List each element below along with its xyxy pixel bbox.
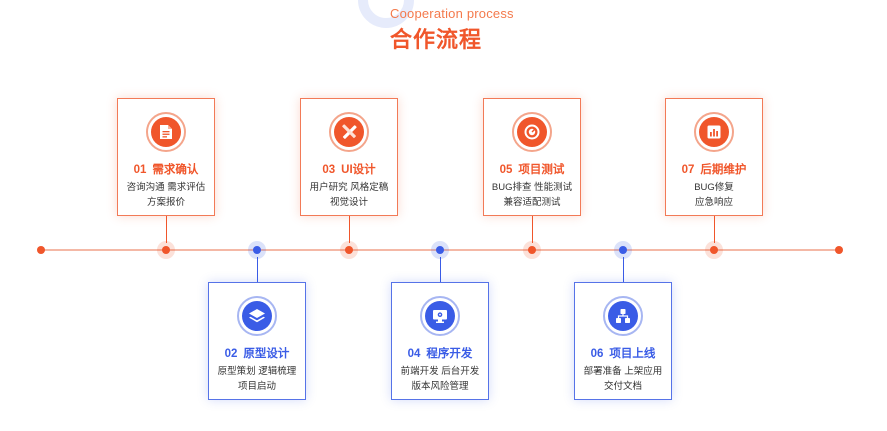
step-icon-ring	[512, 112, 552, 152]
sitemap-icon	[608, 301, 638, 331]
step-icon-ring	[694, 112, 734, 152]
bar-chart-icon	[699, 117, 729, 147]
step-description-line: 应急响应	[694, 197, 733, 208]
timeline-node-07	[705, 241, 723, 259]
design-tools-icon	[334, 117, 364, 147]
timeline-node-03	[340, 241, 358, 259]
step-icon-ring	[603, 296, 643, 336]
step-icon-ring	[146, 112, 186, 152]
timeline-node-01	[157, 241, 175, 259]
timeline-node-02	[248, 241, 266, 259]
step-description-line: 视觉设计	[329, 197, 368, 208]
step-description-line: 交付文档	[603, 381, 642, 392]
timeline-node-06	[614, 241, 632, 259]
connector-01	[166, 216, 167, 243]
step-description-line: 版本风险管理	[411, 381, 469, 392]
timeline-node-04	[431, 241, 449, 259]
connector-04	[440, 257, 441, 282]
step-description-line: 前端开发 后台开发	[400, 366, 480, 377]
step-description-line: 项目启动	[237, 381, 276, 392]
connector-05	[532, 216, 533, 243]
gauge-icon	[517, 117, 547, 147]
monitor-gear-icon	[425, 301, 455, 331]
step-icon-ring	[420, 296, 460, 336]
layers-icon	[242, 301, 272, 331]
step-icon-ring	[329, 112, 369, 152]
timeline-end-dot	[835, 246, 843, 254]
connector-02	[257, 257, 258, 282]
step-description-line: BUG修复	[694, 182, 734, 193]
timeline-start-dot	[37, 246, 45, 254]
step-description-line: 原型策划 逻辑梳理	[217, 366, 297, 377]
section-title: 合作流程	[390, 28, 483, 53]
step-icon-ring	[237, 296, 277, 336]
section-header: Cooperation process 合作流程	[0, 0, 887, 60]
section-subtitle: Cooperation process	[390, 6, 514, 21]
step-description-line: 用户研究 风格定稿	[309, 182, 389, 193]
connector-03	[349, 216, 350, 243]
connector-06	[623, 257, 624, 282]
decorative-ring	[358, 0, 414, 28]
step-description-line: 部署准备 上架应用	[583, 366, 663, 377]
timeline-node-05	[523, 241, 541, 259]
step-description-line: 方案报价	[146, 197, 185, 208]
document-icon	[151, 117, 181, 147]
step-description-line: 兼容适配测试	[503, 197, 561, 208]
step-description-line: BUG排查 性能测试	[491, 182, 573, 193]
connector-07	[714, 216, 715, 243]
step-description-line: 咨询沟通 需求评估	[126, 182, 206, 193]
